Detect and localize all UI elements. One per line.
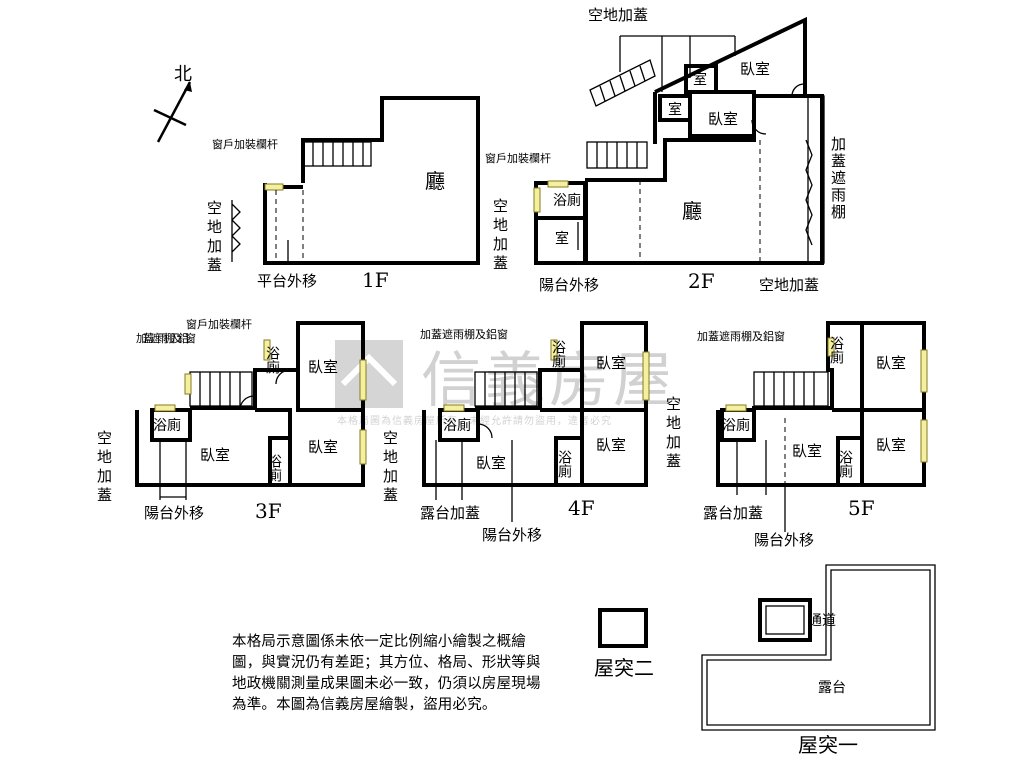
- f5-bedroom-c-label: 臥室: [876, 436, 906, 454]
- f2-bottom-right-label: 空地加蓋: [759, 276, 819, 294]
- f1-hall-label: 廳: [425, 169, 445, 193]
- f1-side-zigzag: [231, 200, 241, 262]
- roof2-label: 屋突二: [594, 656, 654, 680]
- f5-bedroom-b-label: 臥室: [792, 442, 822, 460]
- roof1-label: 屋突一: [798, 733, 858, 757]
- floor-1f: 廳 窗戶加裝欄杆 空地加蓋 平台外移 1F: [205, 96, 480, 292]
- f3-bath-b-label: 浴廁: [264, 346, 280, 374]
- f2-bedroom-b-label: 臥室: [708, 110, 738, 128]
- f5-bottom-left-label: 露台加蓋: [703, 504, 763, 522]
- floor-3f: 窗戶加裝欄杆 加蓋遮雨棚及鋁窗 空地加蓋 浴廁 浴廁 浴廁 臥室 臥室 臥室 陽…: [95, 317, 367, 523]
- f2-top-label: 空地加蓋: [588, 6, 648, 24]
- roof1-terrace-label: 露台: [818, 680, 846, 696]
- roof-2: 屋突二: [594, 608, 654, 680]
- f2-room-b-label: 室: [668, 101, 682, 118]
- compass-arrowhead-icon: [184, 82, 192, 92]
- f3-side-label: 空地加蓋: [95, 430, 113, 506]
- f5-stairs: [753, 371, 829, 407]
- f4-bath-a-label: 浴廁: [443, 417, 471, 434]
- f4-bedroom-b-label: 臥室: [476, 454, 506, 472]
- f5-side-label: 空地加蓋: [664, 396, 682, 472]
- f4-bottom-right-label: 陽台外移: [482, 526, 542, 544]
- f4-bath-c-label: 浴廁: [556, 450, 572, 478]
- f4-floor-label: 4F: [568, 496, 595, 520]
- f1-outline: [263, 96, 480, 265]
- f2-bottom-left-label: 陽台外移: [539, 276, 599, 294]
- f2-side-right-label: 加蓋遮雨棚: [829, 136, 847, 221]
- compass-arrow-icon: [156, 81, 192, 143]
- f5-bath-c-label: 浴廁: [837, 450, 853, 478]
- f4-stairs: [474, 371, 538, 407]
- f4-bedroom-c-label: 臥室: [596, 436, 626, 454]
- f5-outline: [716, 321, 926, 487]
- f5-floor-label: 5F: [848, 496, 875, 520]
- f3-bedroom-c-label: 臥室: [308, 438, 338, 456]
- f4-bath-b-label: 浴廁: [550, 340, 566, 368]
- f3-bottom-label: 陽台外移: [144, 504, 204, 522]
- f4-outline: [422, 321, 648, 487]
- floor-2f: 空地加蓋 窗戶加裝欄杆 空地加蓋 加蓋遮雨棚 浴廁 室 室 室 臥室 臥室 廳 …: [485, 6, 847, 294]
- f3-bedroom-b-label: 臥室: [200, 446, 230, 464]
- f3-awning-label: 加蓋遮雨棚及鋁窗: [136, 331, 196, 345]
- f4-side-label: 空地加蓋: [381, 430, 399, 506]
- roof1-outer: [701, 564, 936, 731]
- f5-bath-a-label: 浴廁: [722, 417, 750, 434]
- f5-awning-label: 加蓋遮雨棚及鋁窗: [697, 329, 785, 343]
- f2-hall-label: 廳: [682, 199, 702, 223]
- f1-bottom-label: 平台外移: [257, 272, 317, 290]
- f3-bath-a-label: 浴廁: [153, 417, 181, 434]
- f1-window-rail-label: 窗戶加裝欄杆: [212, 137, 278, 151]
- floor-5f: 加蓋遮雨棚及鋁窗 空地加蓋 浴廁 浴廁 浴廁 臥室 臥室 臥室 露台加蓋 5F …: [664, 321, 928, 549]
- f2-window-rail-label: 窗戶加裝欄杆: [485, 151, 551, 165]
- f1-floor-label: 1F: [362, 268, 389, 292]
- f3-bedroom-a-label: 臥室: [308, 358, 338, 376]
- roof1-corridor-box: [758, 598, 812, 642]
- f2-outline: [583, 94, 824, 265]
- compass: 北: [153, 64, 192, 143]
- f5-bottom-right-label: 陽台外移: [754, 531, 814, 549]
- roof1-corridor-label: 通道: [808, 613, 836, 629]
- f4-bottom-left-label: 露台加蓋: [420, 504, 480, 522]
- f4-awning-label: 加蓋遮雨棚及鋁窗: [420, 327, 508, 341]
- f5-bath-b-label: 浴廁: [828, 336, 844, 364]
- f2-bath-label: 浴廁: [553, 192, 581, 209]
- f1-window-rail: [264, 183, 284, 191]
- f3-bath-c-label: 浴廁: [266, 454, 282, 482]
- f2-room-a-label: 室: [693, 71, 707, 88]
- f5-bedroom-a-label: 臥室: [876, 354, 906, 372]
- f2-stair-slant: [589, 59, 656, 107]
- compass-cross-icon: [153, 108, 187, 127]
- f4-bedroom-a-label: 臥室: [596, 354, 626, 372]
- f2-floor-label: 2F: [688, 269, 715, 293]
- f3-outline: [135, 321, 365, 487]
- f1-side-label: 空地加蓋: [205, 200, 223, 276]
- compass-north-label: 北: [174, 64, 192, 85]
- f2-room-label: 室: [555, 230, 569, 247]
- floor-4f: 加蓋遮雨棚及鋁窗 空地加蓋 浴廁 浴廁 浴廁 臥室 臥室 臥室 露台加蓋 4F …: [381, 321, 650, 544]
- f1-stairs: [302, 141, 372, 167]
- roof-1: 通道 露台 屋突一: [701, 564, 936, 757]
- f3-floor-label: 3F: [255, 499, 282, 523]
- disclaimer-note: 本格局示意圖係未依一定比例縮小繪製之概繪圖，與實況仍有差距；其方位、格局、形狀等…: [232, 634, 541, 713]
- roof2-box: [598, 608, 648, 648]
- f2-side-left-label: 空地加蓋: [491, 198, 509, 274]
- f2-stairs: [586, 141, 648, 169]
- f2-bedroom-a-label: 臥室: [740, 60, 770, 78]
- f3-window-rail-label: 窗戶加裝欄杆: [186, 317, 252, 331]
